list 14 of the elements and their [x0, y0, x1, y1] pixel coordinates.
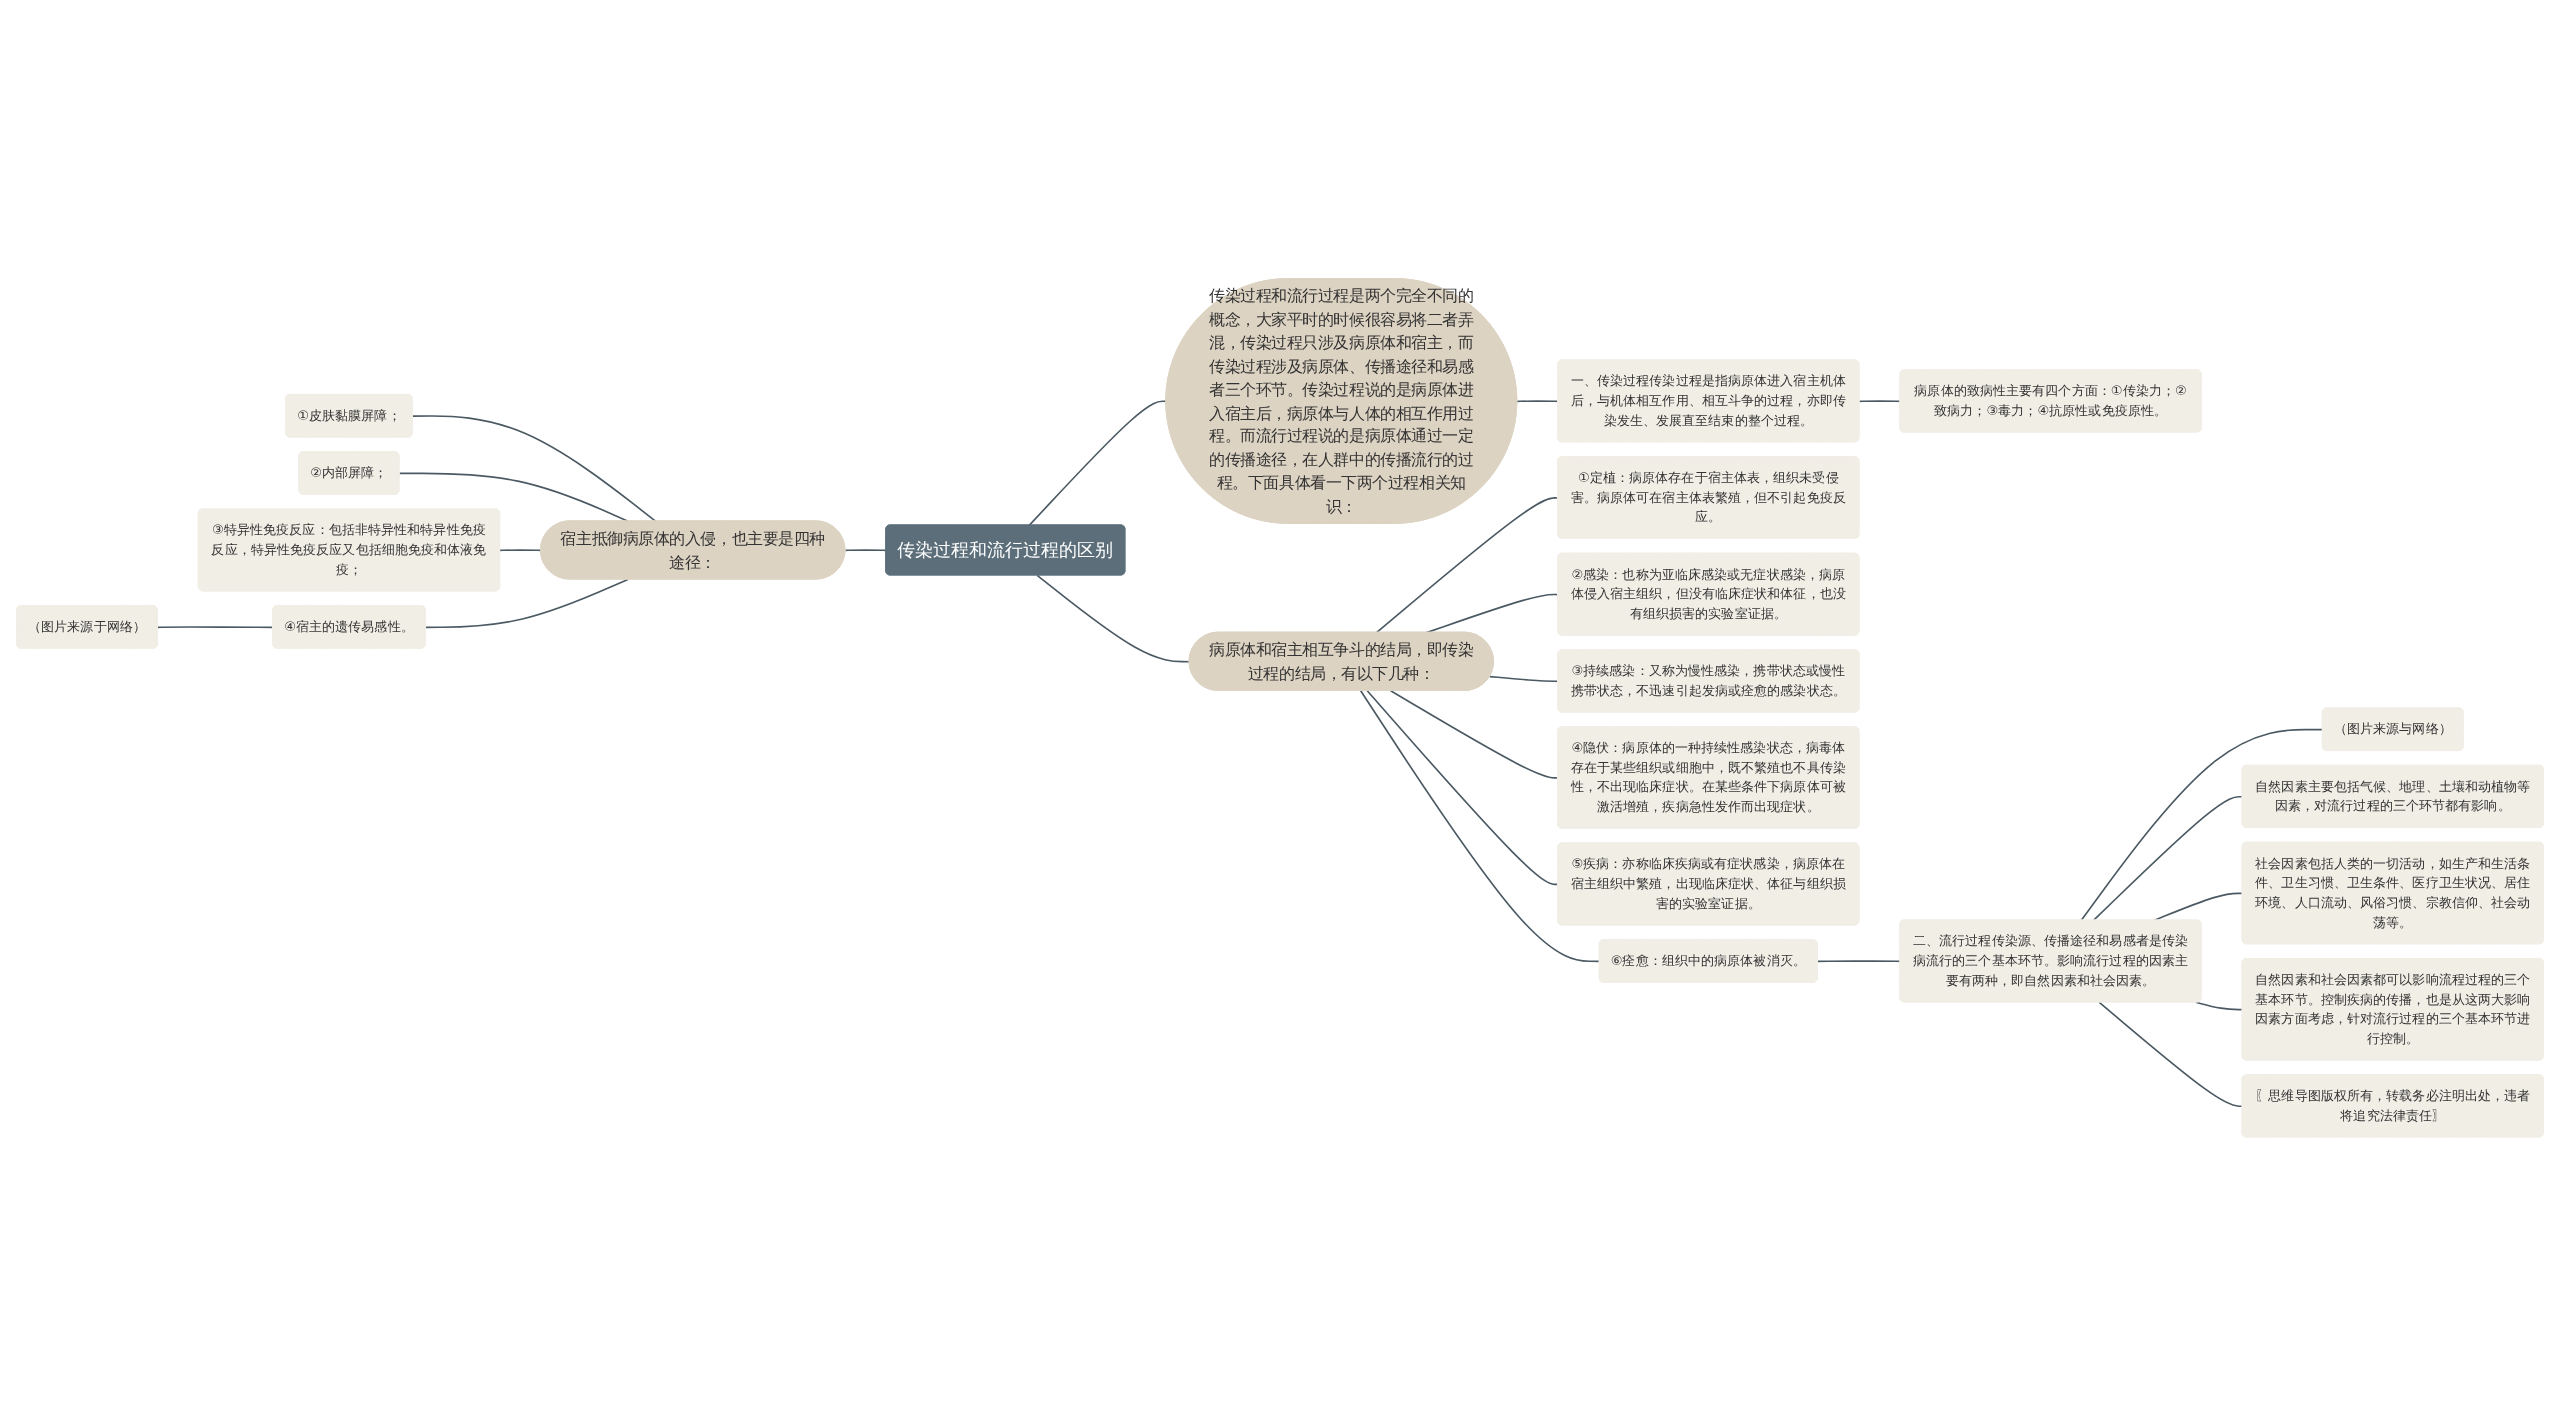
connector — [1389, 689, 1559, 779]
connector — [424, 578, 629, 628]
connector — [411, 414, 657, 522]
connector — [2080, 728, 2324, 921]
connector — [1036, 574, 1191, 663]
connector — [499, 549, 542, 551]
connector — [1488, 675, 1559, 682]
connector — [1516, 400, 1559, 402]
connector — [1359, 689, 1601, 962]
connector — [157, 625, 274, 628]
connector — [1366, 689, 1559, 885]
connector — [2098, 1001, 2244, 1107]
connector — [2195, 1001, 2244, 1011]
connector — [2092, 795, 2244, 921]
